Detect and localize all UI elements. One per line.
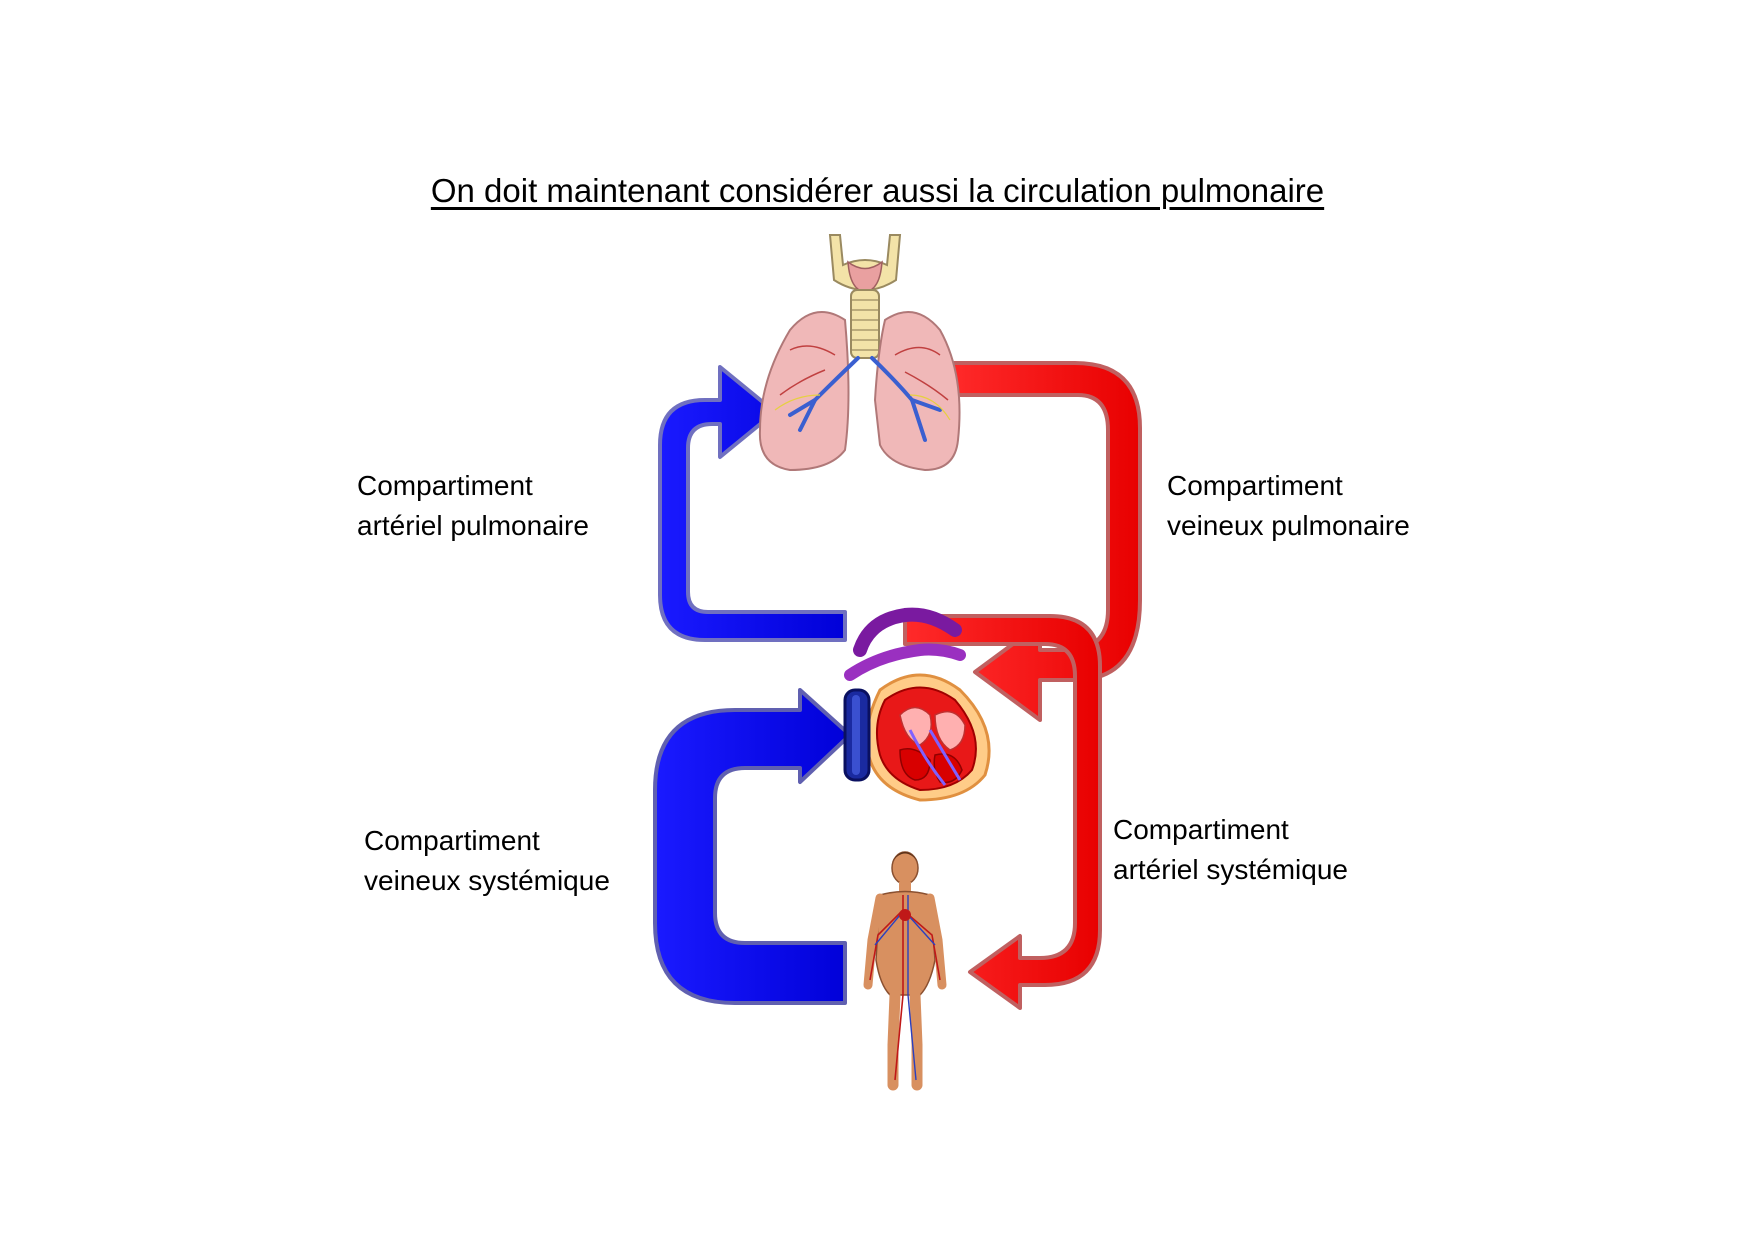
pulmonary-venous-arrow xyxy=(948,361,1142,722)
label-venous-pulmonary: Compartiment veineux pulmonaire xyxy=(1167,466,1410,546)
label-line: Compartiment xyxy=(357,470,533,501)
label-line: veineux systémique xyxy=(364,865,610,896)
label-venous-systemic: Compartiment veineux systémique xyxy=(364,821,610,901)
label-line: Compartiment xyxy=(1167,470,1343,501)
page-title: On doit maintenant considérer aussi la c… xyxy=(430,172,1325,209)
human-body-illustration xyxy=(863,851,947,1091)
label-line: Compartiment xyxy=(1113,814,1289,845)
lungs-illustration xyxy=(758,234,961,472)
label-arterial-systemic: Compartiment artériel systémique xyxy=(1113,810,1348,890)
pulmonary-arterial-arrow xyxy=(658,365,847,642)
label-line: Compartiment xyxy=(364,825,540,856)
label-line: artériel pulmonaire xyxy=(357,510,589,541)
label-line: artériel systémique xyxy=(1113,854,1348,885)
label-line: veineux pulmonaire xyxy=(1167,510,1410,541)
heart-illustration xyxy=(843,607,991,802)
systemic-venous-arrow xyxy=(653,688,852,1005)
label-arterial-pulmonary: Compartiment artériel pulmonaire xyxy=(357,466,589,546)
systemic-arterial-arrow xyxy=(903,614,1102,1010)
